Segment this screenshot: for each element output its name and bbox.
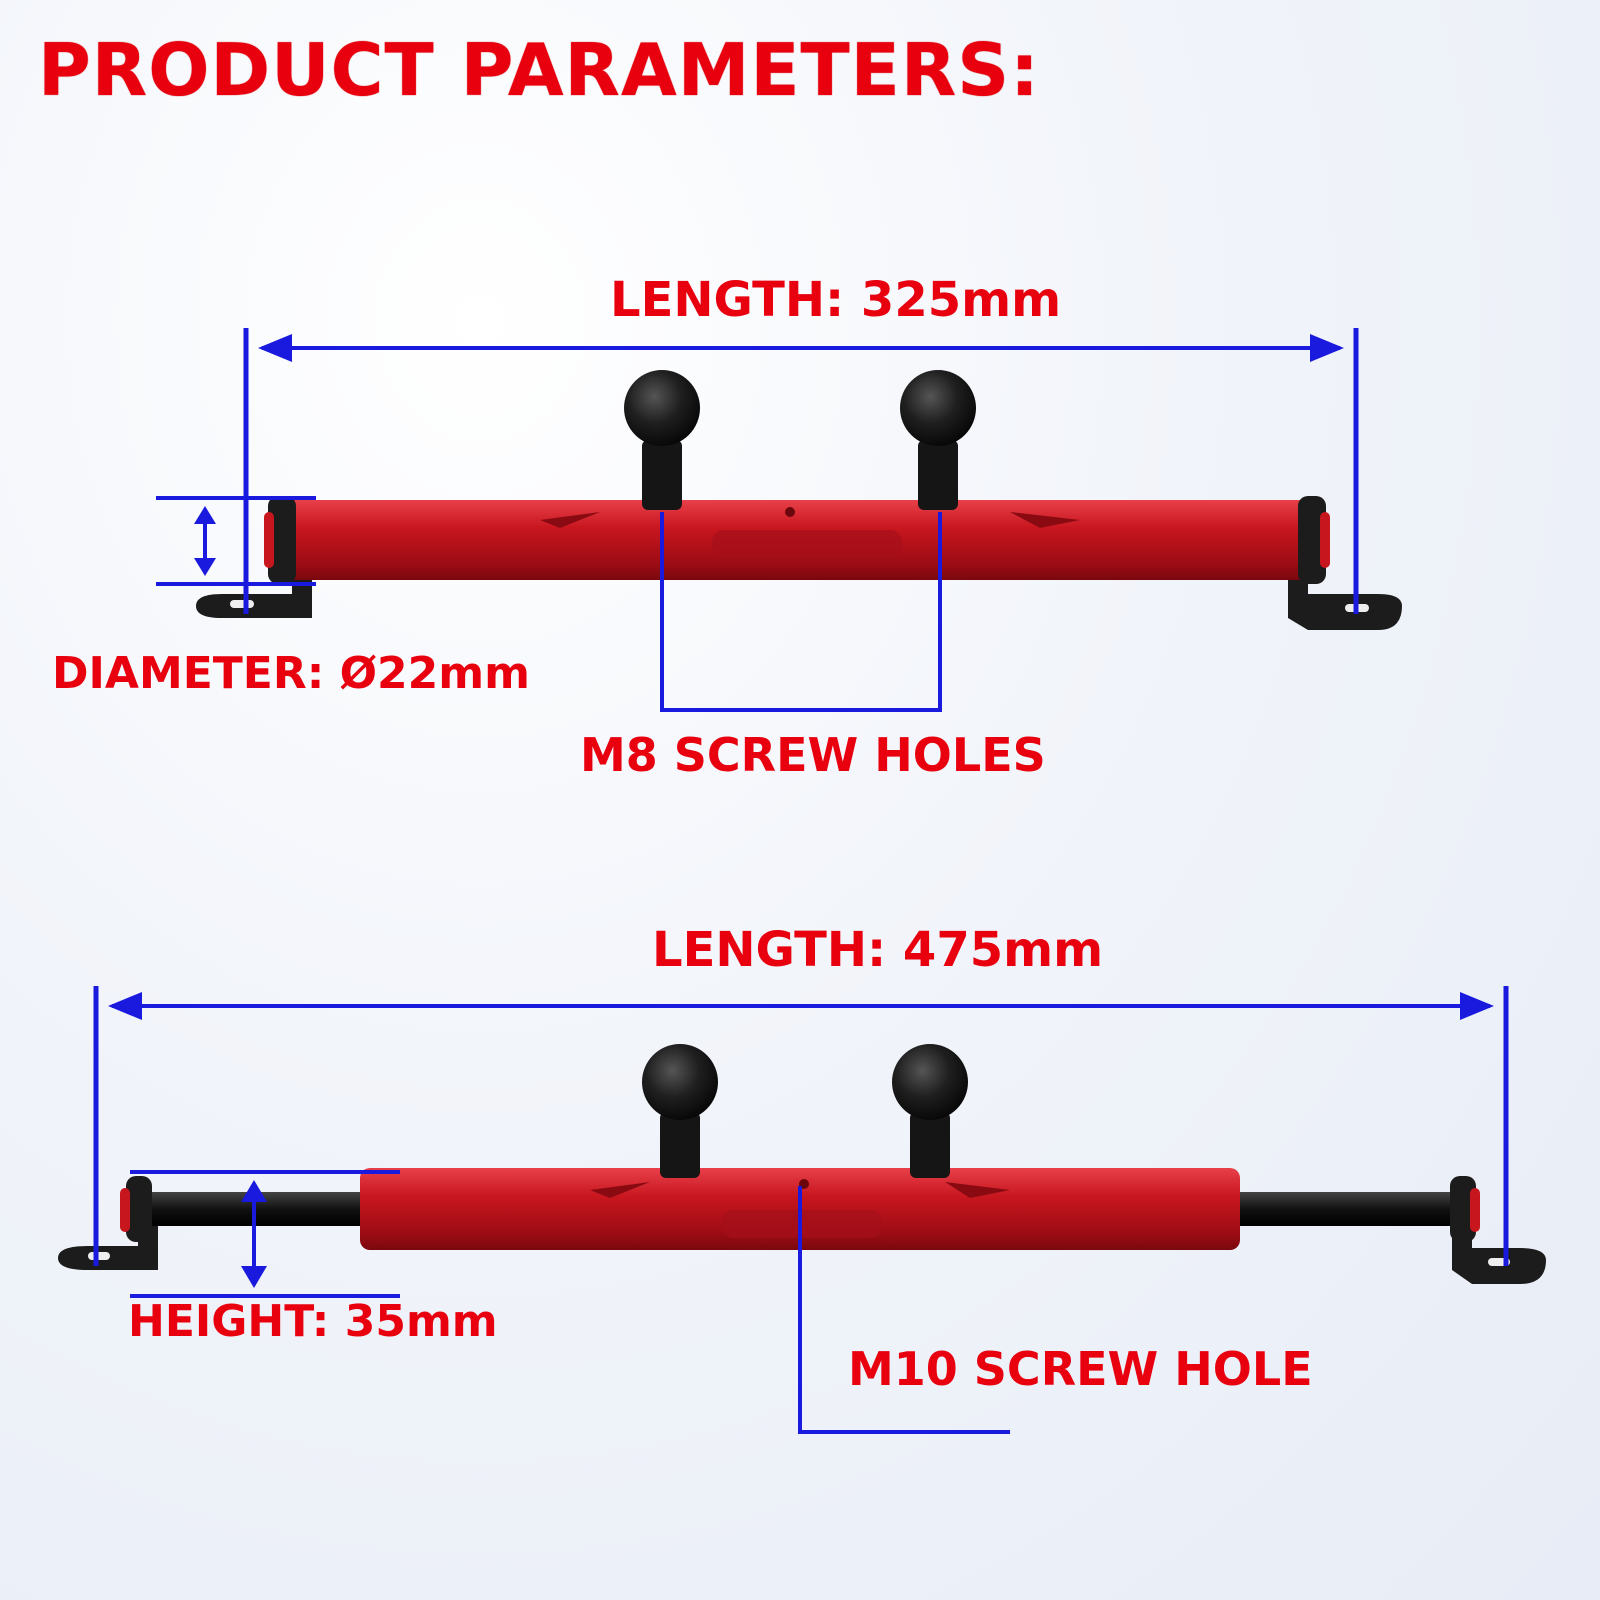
bottom-left-bracket [58, 1210, 158, 1270]
bottom-height-label: HEIGHT: 35mm [128, 1296, 498, 1347]
top-diameter-label: DIAMETER: Ø22mm [52, 648, 530, 699]
bottom-ball-knob-left [642, 1044, 718, 1120]
top-knob-stem-left [642, 440, 682, 510]
top-length-label: LENGTH: 325mm [610, 272, 1062, 328]
top-left-bracket [196, 570, 312, 618]
bottom-right-rod [1230, 1192, 1462, 1226]
page-title: PRODUCT PARAMETERS: [38, 28, 1040, 112]
top-right-bracket [1288, 570, 1402, 630]
bottom-length-label: LENGTH: 475mm [652, 922, 1104, 978]
top-knob-stem-right [918, 440, 958, 510]
top-ball-knob-right [900, 370, 976, 446]
top-ball-knob-left [624, 370, 700, 446]
top-screw-holes-label: M8 SCREW HOLES [580, 728, 1046, 782]
bottom-right-bracket [1452, 1210, 1546, 1284]
bottom-ball-knob-right [892, 1044, 968, 1120]
bottom-screw-hole-label: M10 SCREW HOLE [848, 1342, 1313, 1396]
bottom-knob-stem-right [910, 1112, 950, 1178]
top-dimension-lines [156, 328, 1359, 712]
bottom-knob-stem-left [660, 1112, 700, 1178]
bottom-dimension-lines [93, 986, 1509, 1434]
top-bar-product [196, 370, 1402, 630]
